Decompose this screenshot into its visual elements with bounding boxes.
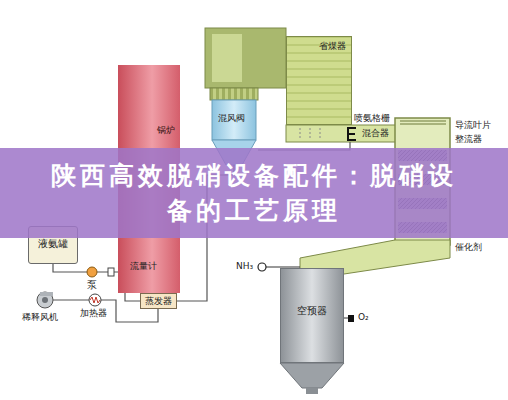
valve-label: 混风阀: [218, 113, 245, 123]
node-label: 锅炉: [118, 125, 175, 135]
mixer-label: 混合器: [362, 128, 389, 138]
signal-label: O₂: [358, 312, 369, 322]
node-label: 省煤器: [287, 41, 346, 51]
signal-label: NH₃: [236, 261, 253, 271]
node-label: 液氨罐: [32, 238, 74, 250]
pump-label: 泵: [87, 279, 97, 291]
node-label: 蒸发器: [143, 296, 174, 306]
title-text: 陕西高效脱硝设备配件：脱硝设备的工艺原理: [40, 158, 468, 228]
heater-label: 加热器: [80, 308, 107, 318]
grid-label: 喷氨格栅: [354, 113, 390, 123]
air-preheater: 空预器: [280, 268, 344, 363]
flowmeter-label: 流量计: [130, 261, 157, 271]
node-label: 空预器: [283, 305, 341, 317]
vane-label: 导流叶片: [455, 120, 491, 130]
rectifier-label: 整流器: [455, 134, 482, 144]
evaporator-box: 蒸发器: [140, 293, 177, 309]
fan-label: 稀释风机: [22, 312, 58, 322]
economizer-box: 省煤器: [286, 36, 352, 125]
title-banner: 陕西高效脱硝设备配件：脱硝设备的工艺原理: [0, 148, 508, 238]
catalyst-label: 催化剂: [455, 242, 482, 252]
